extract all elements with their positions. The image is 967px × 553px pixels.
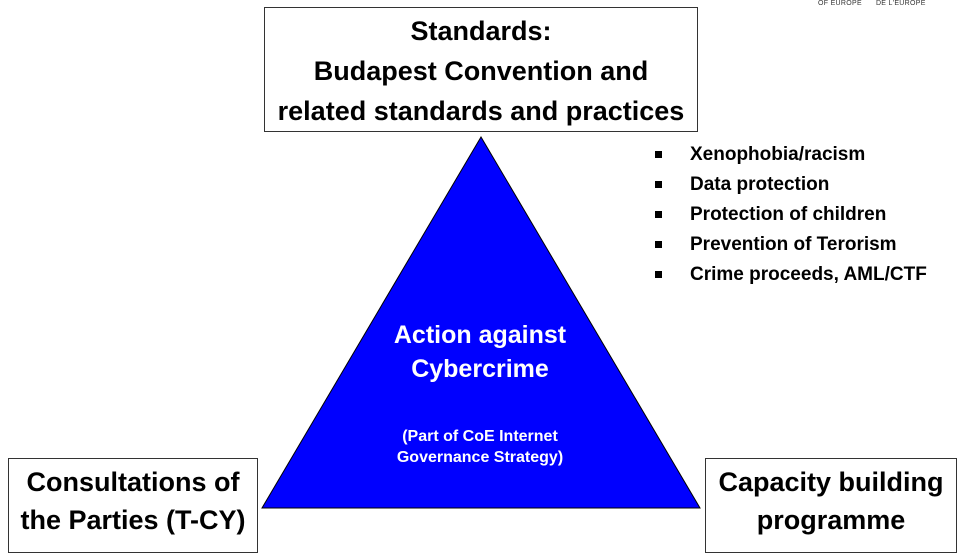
standards-line-1: Standards: [410, 16, 552, 46]
standards-line-3: related standards and practices [277, 96, 685, 126]
capacity-building-box: Capacity building programme [705, 458, 957, 553]
capacity-building-line-1: Capacity building [718, 467, 944, 497]
logo-text-left: OF EUROPE [818, 0, 862, 7]
triangle-subtitle-line-2: Governance Strategy) [396, 449, 564, 466]
list-item: Protection of children [655, 200, 927, 230]
list-item: Xenophobia/racism [655, 140, 927, 170]
coe-logo-text: OF EUROPE DE L'EUROPE [818, 0, 940, 7]
triangle-title-line-1: Action against [393, 321, 567, 349]
related-standards-list: Xenophobia/racism Data protection Protec… [655, 140, 927, 290]
consultations-box: Consultations of the Parties (T-CY) [8, 458, 258, 553]
triangle-diagram [261, 136, 701, 509]
list-item: Data protection [655, 170, 927, 200]
logo-text-right: DE L'EUROPE [875, 0, 926, 7]
triangle-subtitle-line-1: (Part of CoE Internet [402, 428, 558, 445]
capacity-building-line-2: programme [756, 505, 906, 535]
consultations-line-1: Consultations of [26, 467, 240, 497]
triangle-title-line-2: Cybercrime [411, 355, 549, 383]
consultations-line-2: the Parties (T-CY) [20, 505, 246, 535]
action-triangle [261, 136, 701, 509]
list-item: Crime proceeds, AML/CTF [655, 260, 927, 290]
triangle-title: Action against Cybercrime [330, 318, 630, 386]
triangle-subtitle: (Part of CoE Internet Governance Strateg… [330, 426, 630, 468]
list-item: Prevention of Terorism [655, 230, 927, 260]
standards-line-2: Budapest Convention and [313, 56, 649, 86]
standards-box: Standards: Budapest Convention and relat… [264, 7, 698, 132]
